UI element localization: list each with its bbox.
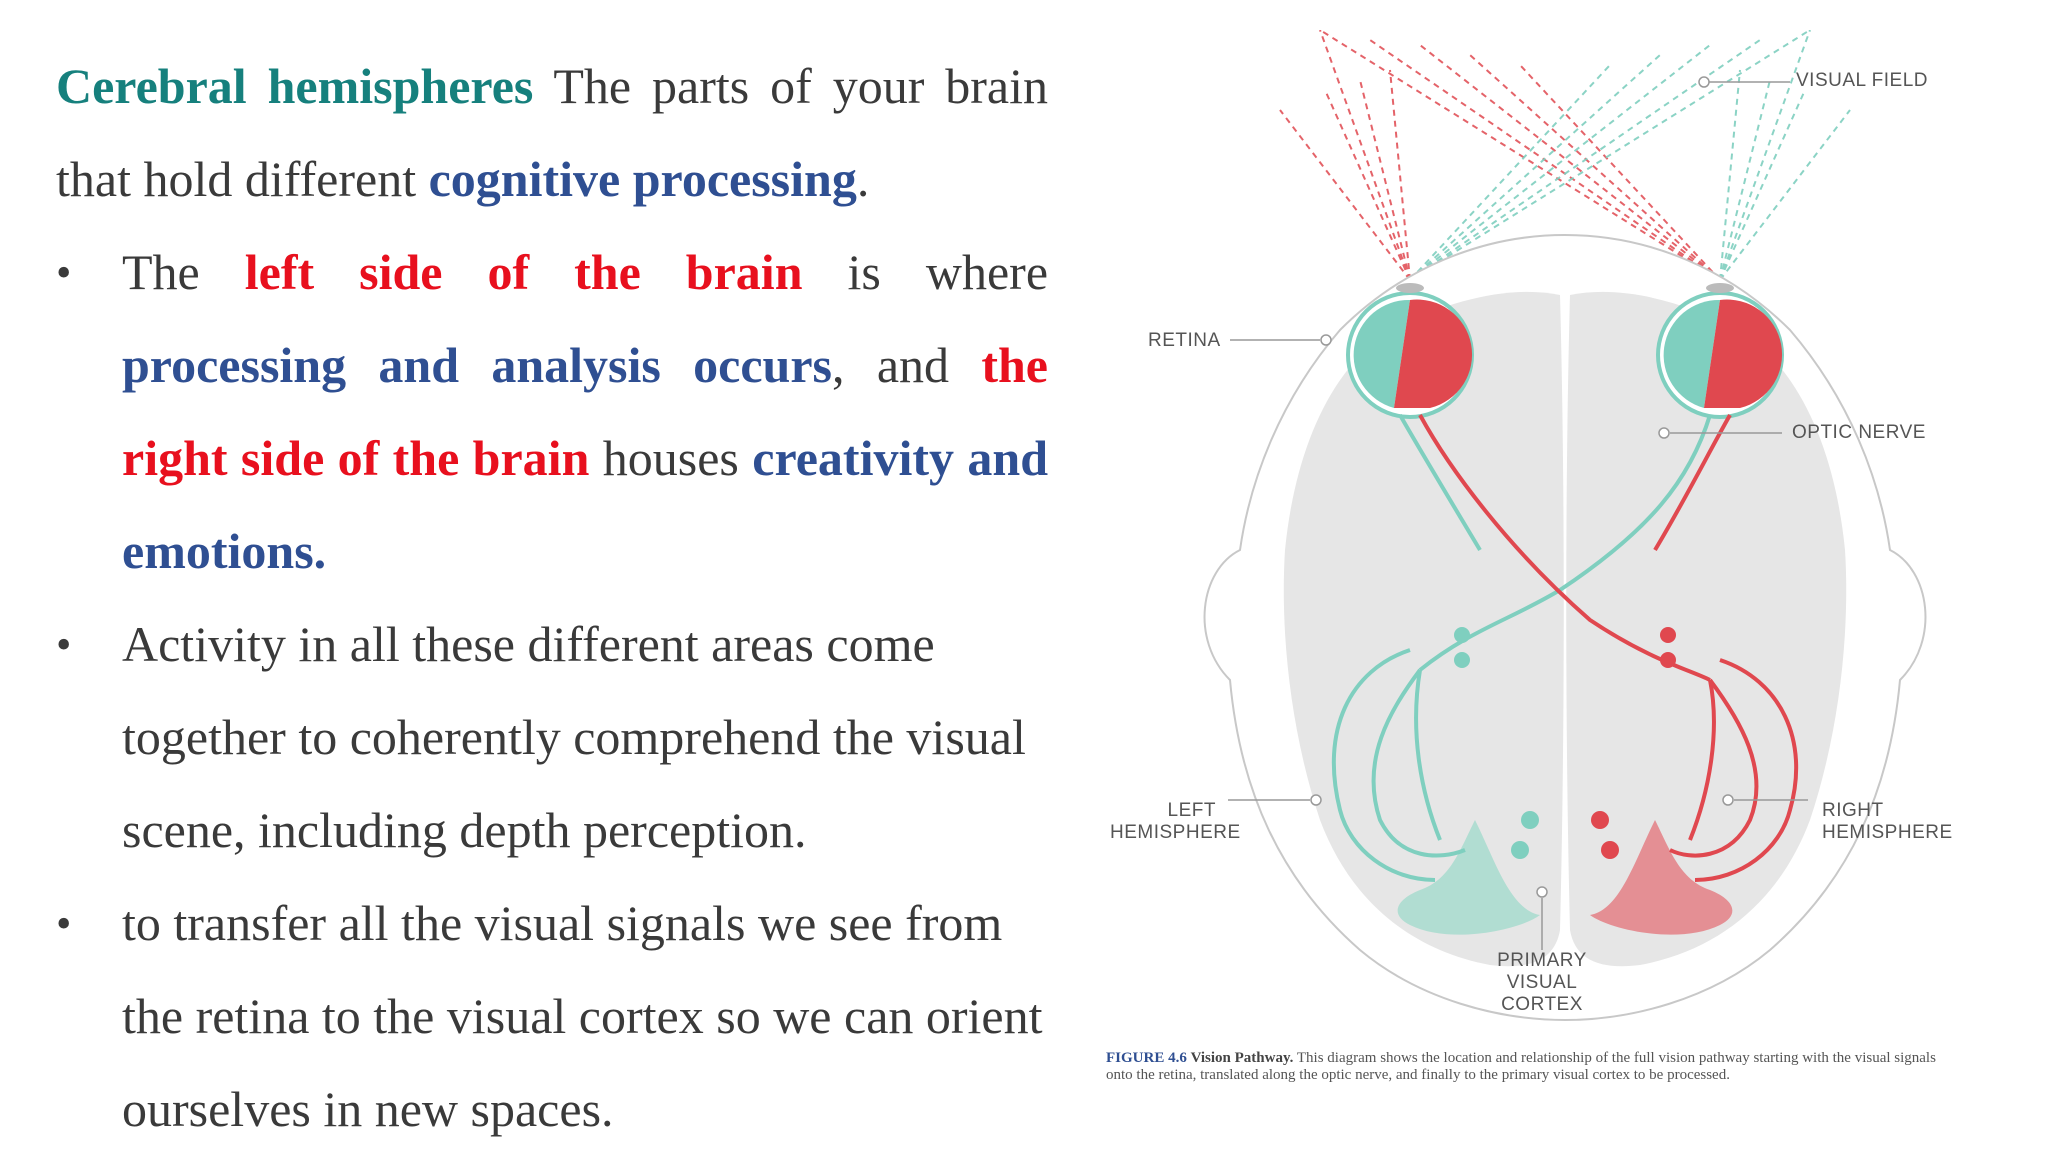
label-left-hemisphere-line2: HEMISPHERE xyxy=(1110,822,1241,843)
left-eye xyxy=(1346,283,1474,419)
bullet-activity: • Activity in all these different areas c… xyxy=(56,598,1048,877)
label-optic-nerve: OPTIC NERVE xyxy=(1792,422,1926,443)
label-retina: RETINA xyxy=(1148,330,1221,351)
label-visual-field: VISUAL FIELD xyxy=(1796,70,1929,91)
bullet-marker: • xyxy=(56,248,72,297)
bullet2-text: Activity in all these different areas co… xyxy=(122,616,1026,858)
label-visual-cortex-line2: VISUAL CORTEX xyxy=(1501,972,1583,1015)
label-primary-line1: PRIMARY xyxy=(1497,950,1587,971)
bullet-hemispheres: • The left side of the brain is where pro… xyxy=(56,226,1048,598)
left-visual-cortex xyxy=(1397,820,1540,935)
right-visual-cortex xyxy=(1590,820,1733,935)
label-right-hemisphere-line1: RIGHT xyxy=(1822,800,1884,821)
bullet3-text: to transfer all the visual signals we se… xyxy=(122,895,1043,1137)
red-synapse-dots xyxy=(1591,627,1676,859)
caption-body: This diagram shows the location and rela… xyxy=(1106,1050,1936,1083)
bullet-marker: • xyxy=(56,620,72,669)
label-left-hemisphere: LEFT HEMISPHERE xyxy=(1110,800,1241,844)
figure-caption: FIGURE 4.6 Vision Pathway. This diagram … xyxy=(1106,1050,1956,1084)
right-brain-hemisphere xyxy=(1566,291,1847,967)
term-processing-analysis: processing and analysis occurs xyxy=(122,337,833,393)
bullet-list: • The left side of the brain is where pro… xyxy=(56,226,1048,1156)
label-right-hemisphere-line2: HEMISPHERE xyxy=(1822,822,1953,843)
bullet1-mid1: is where xyxy=(802,244,1049,300)
bullet-transfer: • to transfer all the visual signals we s… xyxy=(56,877,1048,1156)
visual-field-rays xyxy=(1279,30,1851,281)
teal-synapse-dots xyxy=(1454,627,1539,859)
right-eye xyxy=(1656,283,1784,419)
term-left-side: left side of the brain xyxy=(244,244,803,300)
label-right-hemisphere: RIGHT HEMISPHERE xyxy=(1822,800,1953,844)
bullet1-pre: The xyxy=(122,244,245,300)
term-cerebral-hemispheres: Cerebral hemispheres xyxy=(56,58,534,114)
vision-pathway-diagram xyxy=(1203,30,1927,1022)
caption-figure-number: FIGURE 4.6 xyxy=(1106,1050,1187,1066)
left-brain-hemisphere xyxy=(1283,291,1564,967)
term-right-side: the right side of the brain xyxy=(122,337,1048,486)
term-creativity-emotions: creativity and emotions. xyxy=(122,430,1048,579)
intro-period: . xyxy=(856,151,870,207)
intro-paragraph: Cerebral hemispheres The parts of your b… xyxy=(56,40,1048,226)
caption-title: Vision Pathway. xyxy=(1190,1050,1294,1066)
vision-pathway-figure: VISUAL FIELD RETINA OPTIC NERVE LEFT HEM… xyxy=(1090,30,2010,1120)
intro-text: The parts of your brain that hold differ… xyxy=(56,58,1048,207)
label-primary-visual-cortex: PRIMARY VISUAL CORTEX xyxy=(1472,950,1612,1016)
bullet1-mid2: , and xyxy=(832,337,982,393)
bullet-marker: • xyxy=(56,899,72,948)
leader-lines xyxy=(1228,76,1808,950)
bullet1-mid3: houses xyxy=(589,430,753,486)
red-optic-pathway xyxy=(1418,414,1799,882)
slide-text: Cerebral hemispheres The parts of your b… xyxy=(56,40,1048,1156)
label-left-hemisphere-line1: LEFT xyxy=(1167,800,1216,821)
term-cognitive-processing: cognitive processing xyxy=(428,151,857,207)
